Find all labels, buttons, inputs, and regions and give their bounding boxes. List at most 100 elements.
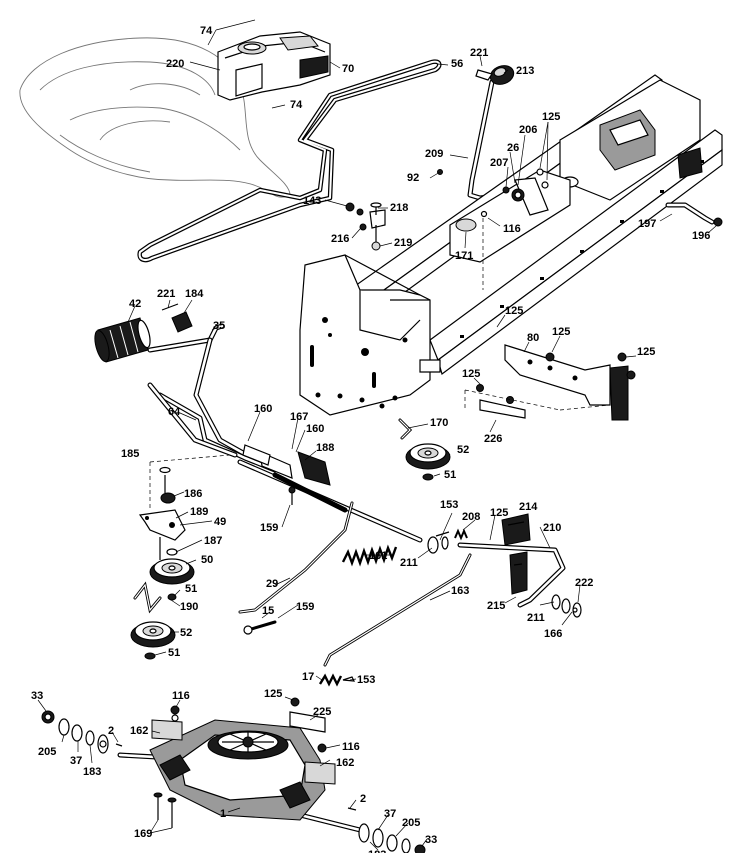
spring-17	[318, 673, 356, 687]
callout-33: 33	[425, 834, 437, 846]
washers-right	[347, 807, 426, 853]
callout-161: 161	[369, 550, 387, 562]
pulley-50	[149, 558, 195, 585]
callout-51: 51	[168, 647, 180, 659]
callout-125: 125	[264, 688, 282, 700]
callout-153: 153	[440, 499, 458, 511]
callout-116: 116	[172, 690, 190, 702]
callout-143: 143	[303, 195, 321, 207]
callout-125: 125	[542, 111, 560, 123]
callout-51: 51	[185, 583, 197, 595]
callout-210: 210	[543, 522, 561, 534]
shaft-64	[147, 382, 278, 473]
pin-15	[243, 620, 277, 635]
drive-belt	[137, 59, 442, 263]
hardware-206	[437, 168, 549, 290]
callout-211: 211	[527, 612, 545, 624]
callout-215: 215	[487, 600, 505, 612]
callout-211: 211	[400, 557, 418, 569]
callout-214: 214	[519, 501, 538, 513]
callout-186: 186	[184, 488, 202, 500]
link-170	[398, 418, 413, 440]
callout-166: 166	[544, 628, 562, 640]
callout-208: 208	[462, 511, 480, 523]
callout-207: 207	[490, 157, 508, 169]
callout-70: 70	[342, 63, 354, 75]
callout-51: 51	[444, 469, 456, 481]
pedal-grip	[94, 317, 151, 363]
washers-left	[41, 710, 123, 754]
callout-218: 218	[390, 202, 408, 214]
callout-226: 226	[484, 433, 502, 445]
callout-74: 74	[200, 25, 213, 37]
callout-188: 188	[316, 442, 334, 454]
callout-159: 159	[260, 522, 278, 534]
callout-35: 35	[213, 320, 225, 332]
spring-161	[341, 544, 398, 567]
cross-shaft	[237, 444, 423, 543]
callout-170: 170	[430, 417, 448, 429]
callout-125: 125	[637, 346, 655, 358]
pulley-52-lower	[130, 621, 176, 660]
callout-116: 116	[342, 741, 360, 753]
callout-116: 116	[503, 223, 521, 235]
callout-160: 160	[254, 403, 272, 415]
transaxle	[117, 697, 363, 833]
callout-labels: 74 221 220 70 56 213 74 125 206 209 26 2…	[31, 25, 710, 853]
callout-160: 160	[306, 423, 324, 435]
clip-184	[161, 303, 193, 333]
callout-225: 225	[313, 706, 331, 718]
callout-222: 222	[575, 577, 593, 589]
callout-197: 197	[638, 218, 656, 230]
callout-2: 2	[108, 725, 114, 737]
callout-205: 205	[402, 817, 420, 829]
callout-213: 213	[516, 65, 534, 77]
callout-64: 64	[168, 406, 181, 418]
callout-216: 216	[331, 233, 349, 245]
spring-208	[435, 528, 468, 541]
callout-56: 56	[451, 58, 463, 70]
callout-15: 15	[262, 605, 274, 617]
leader-lines	[37, 19, 717, 851]
callout-125: 125	[490, 507, 508, 519]
callout-206: 206	[519, 124, 537, 136]
callout-221: 221	[470, 47, 488, 59]
rod-163	[323, 553, 472, 667]
callout-196: 196	[692, 230, 710, 242]
callout-187: 187	[204, 535, 222, 547]
pedal-210	[457, 513, 566, 608]
callout-37: 37	[70, 755, 82, 767]
callout-209: 209	[425, 148, 443, 160]
callout-29: 29	[266, 578, 278, 590]
callout-190: 190	[180, 601, 198, 613]
callout-52: 52	[180, 627, 192, 639]
callout-17: 17	[302, 671, 314, 683]
callout-183: 183	[368, 849, 386, 853]
callout-42: 42	[129, 298, 141, 310]
hitch-pin	[665, 202, 723, 227]
pulley-52-upper	[405, 443, 451, 481]
callout-2: 2	[360, 793, 366, 805]
callout-49: 49	[214, 516, 226, 528]
callout-125: 125	[462, 368, 480, 380]
callout-171: 171	[455, 250, 473, 262]
callout-159: 159	[296, 601, 314, 613]
callout-169: 169	[134, 828, 152, 840]
dash-cover	[217, 31, 331, 101]
callout-92: 92	[407, 172, 419, 184]
callout-219: 219	[394, 237, 412, 249]
callout-185: 185	[121, 448, 139, 460]
callout-183: 183	[83, 766, 101, 778]
callout-50: 50	[201, 554, 213, 566]
idler-arm-49	[133, 466, 186, 614]
washers-pedal	[427, 536, 582, 618]
callout-162: 162	[336, 757, 354, 769]
callout-125: 125	[505, 305, 523, 317]
callout-167: 167	[290, 411, 308, 423]
callout-33: 33	[31, 690, 43, 702]
callout-37: 37	[384, 808, 396, 820]
callout-1: 1	[220, 808, 226, 820]
callout-80: 80	[527, 332, 539, 344]
callout-184: 184	[185, 288, 204, 300]
